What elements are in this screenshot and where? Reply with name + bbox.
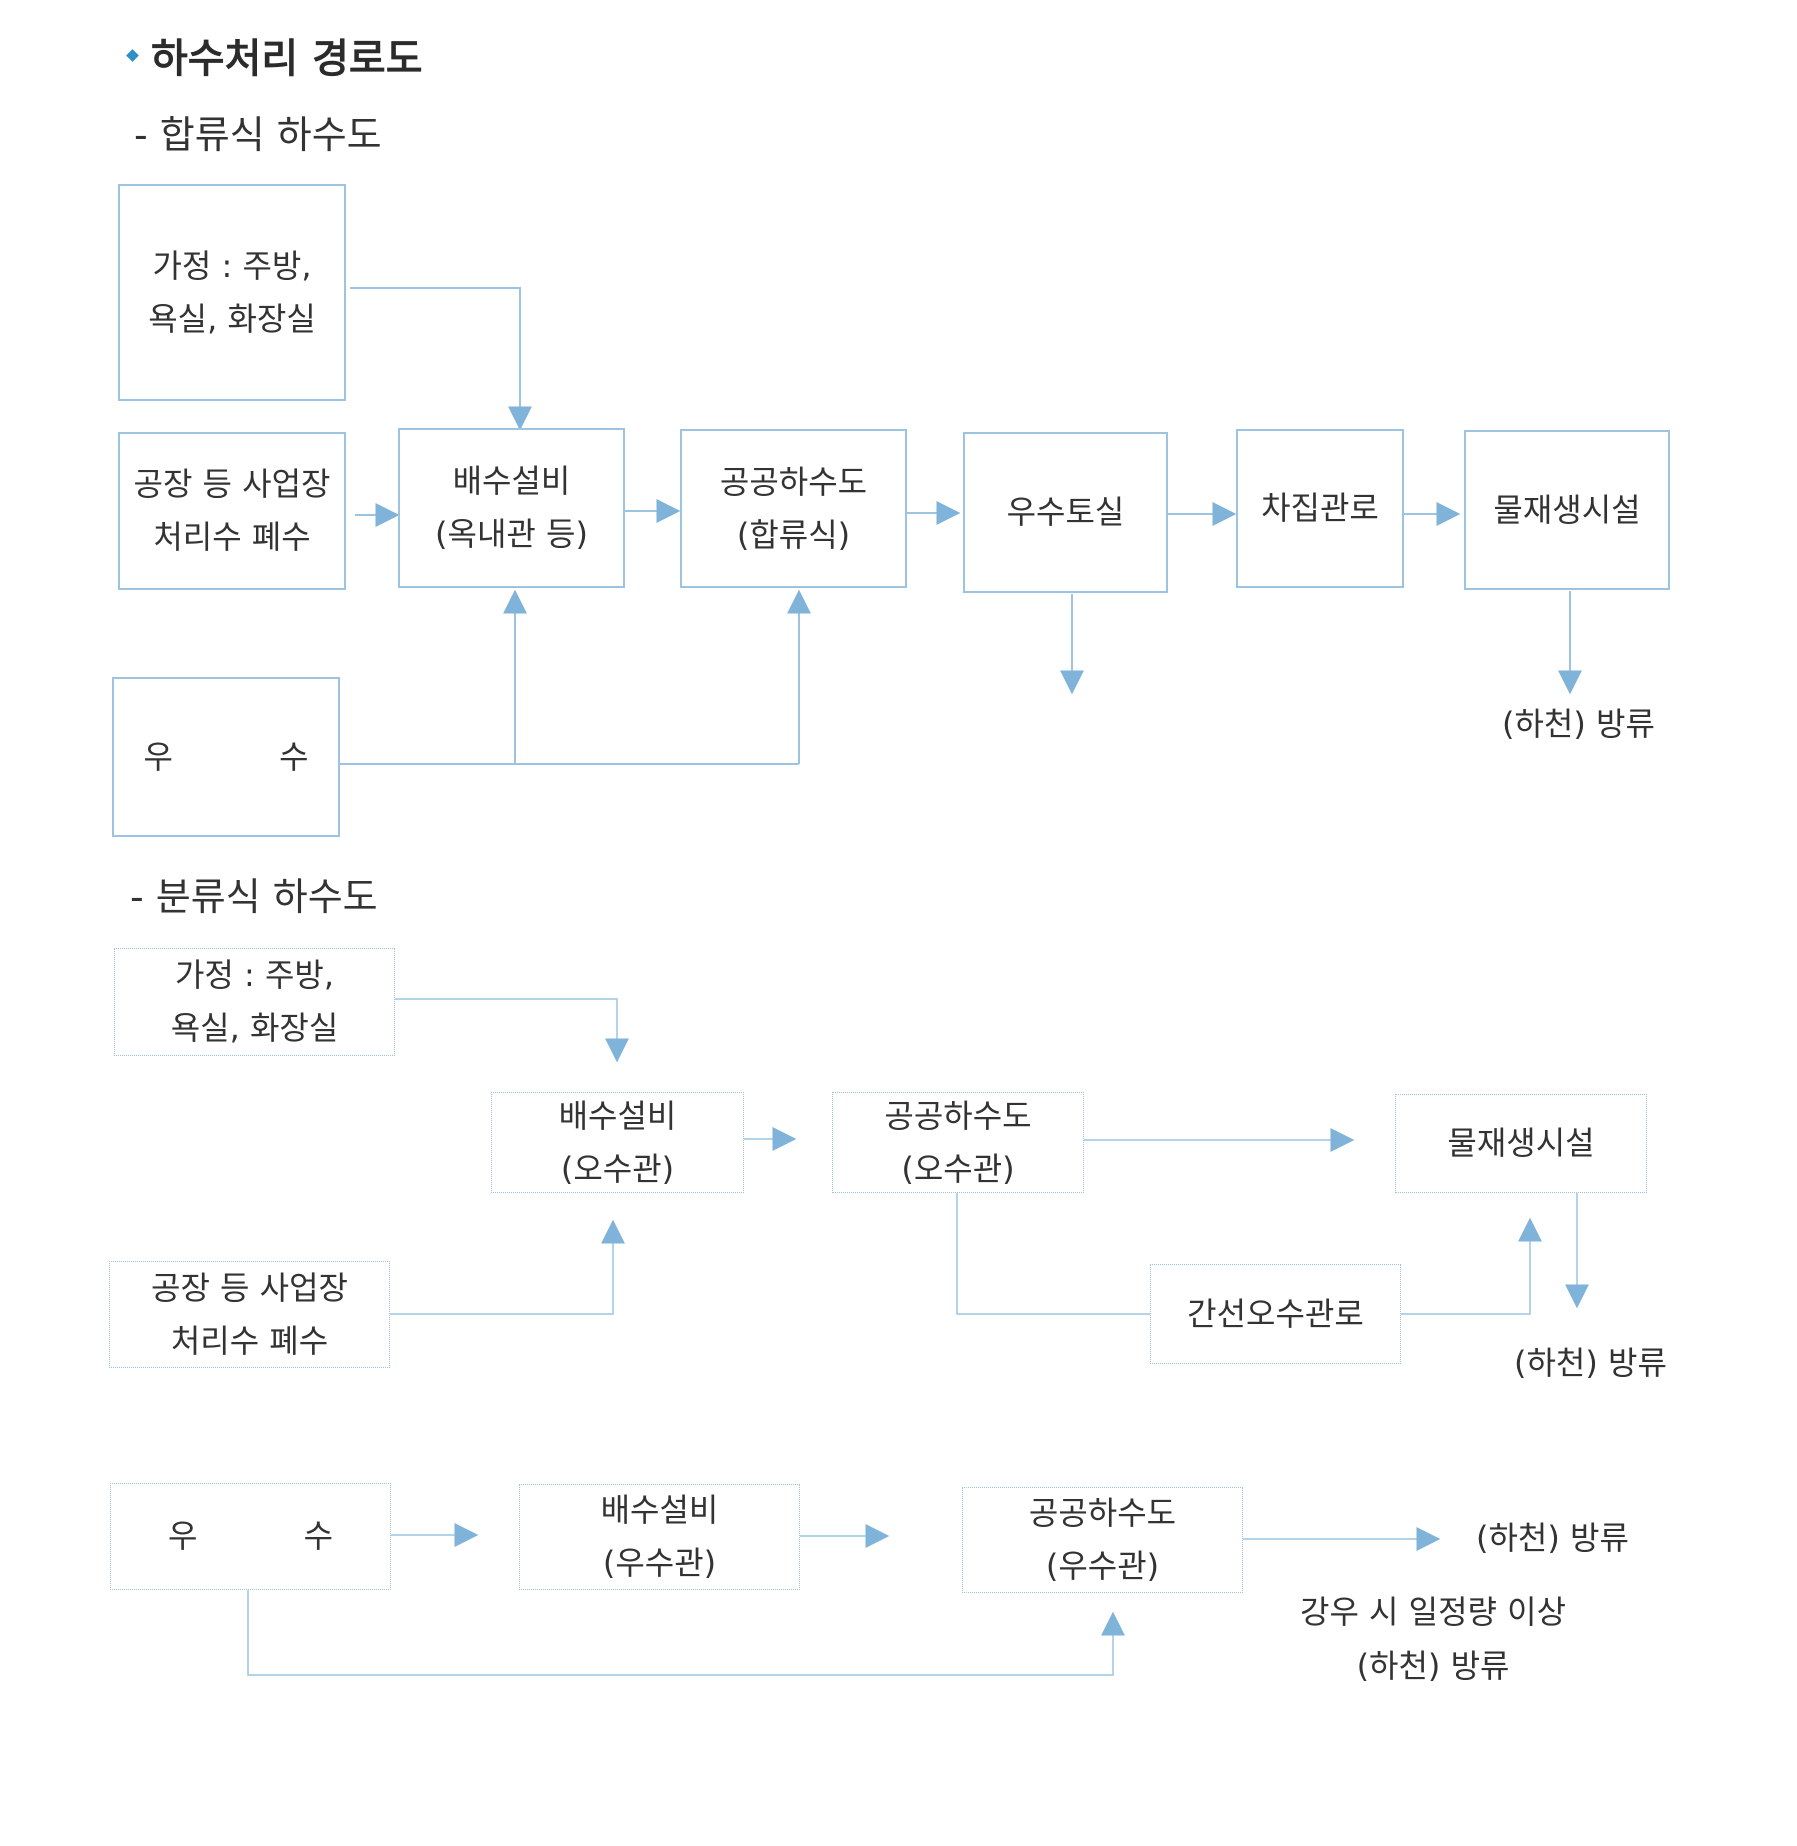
section-combined-heading: - 합류식 하수도 [134, 113, 382, 157]
arrow-household2-to-drain2 [395, 998, 629, 1063]
label-heavy-rain-note: 강우 시 일정량 이상 (하천) 방류 [1300, 1593, 1567, 1686]
box-rain-2: 우 수 [110, 1483, 391, 1590]
section-separate-heading: - 분류식 하수도 [130, 875, 378, 919]
arrow-rain2-to-rainsewer [247, 1590, 1125, 1676]
box-public-sewer: 공공하수도 (합류식) [680, 429, 907, 588]
box-household: 가정 : 주방, 욕실, 화장실 [118, 184, 346, 401]
box-reclaim-2: 물재생시설 [1395, 1094, 1647, 1193]
bullet-icon [126, 48, 139, 62]
box-drain-2: 배수설비 (오수관) [491, 1092, 744, 1193]
box-factory: 공장 등 사업장 처리수 폐수 [118, 432, 346, 590]
box-trunk-sewer: 간선오수관로 [1150, 1264, 1401, 1364]
box-drain: 배수설비 (옥내관 등) [398, 428, 625, 588]
box-rain-overflow: 우수토실 [963, 432, 1168, 593]
box-interceptor: 차집관로 [1236, 429, 1404, 588]
box-household-2: 가정 : 주방, 욕실, 화장실 [114, 948, 395, 1056]
label-discharge-combined: (하천) 방류 [1502, 705, 1655, 743]
box-rain: 우 수 [112, 677, 340, 837]
box-rain-drain: 배수설비 (우수관) [519, 1484, 800, 1590]
box-public-sewer-2: 공공하수도 (오수관) [832, 1092, 1084, 1193]
page-title: 하수처리 경로도 [126, 26, 423, 84]
box-factory-2: 공장 등 사업장 처리수 폐수 [109, 1261, 390, 1368]
page-title-text: 하수처리 경로도 [151, 36, 423, 82]
arrow-trunk-to-reclaim2 [1401, 1217, 1542, 1315]
line-public2-to-trunk [956, 1193, 1150, 1315]
arrow-household-to-drain [350, 287, 532, 431]
label-discharge-rain: (하천) 방류 [1476, 1519, 1629, 1557]
label-discharge-separate: (하천) 방류 [1514, 1344, 1667, 1382]
box-rain-sewer: 공공하수도 (우수관) [962, 1487, 1243, 1593]
arrow-factory2-to-drain2 [390, 1219, 625, 1315]
box-reclaim: 물재생시설 [1464, 430, 1670, 590]
